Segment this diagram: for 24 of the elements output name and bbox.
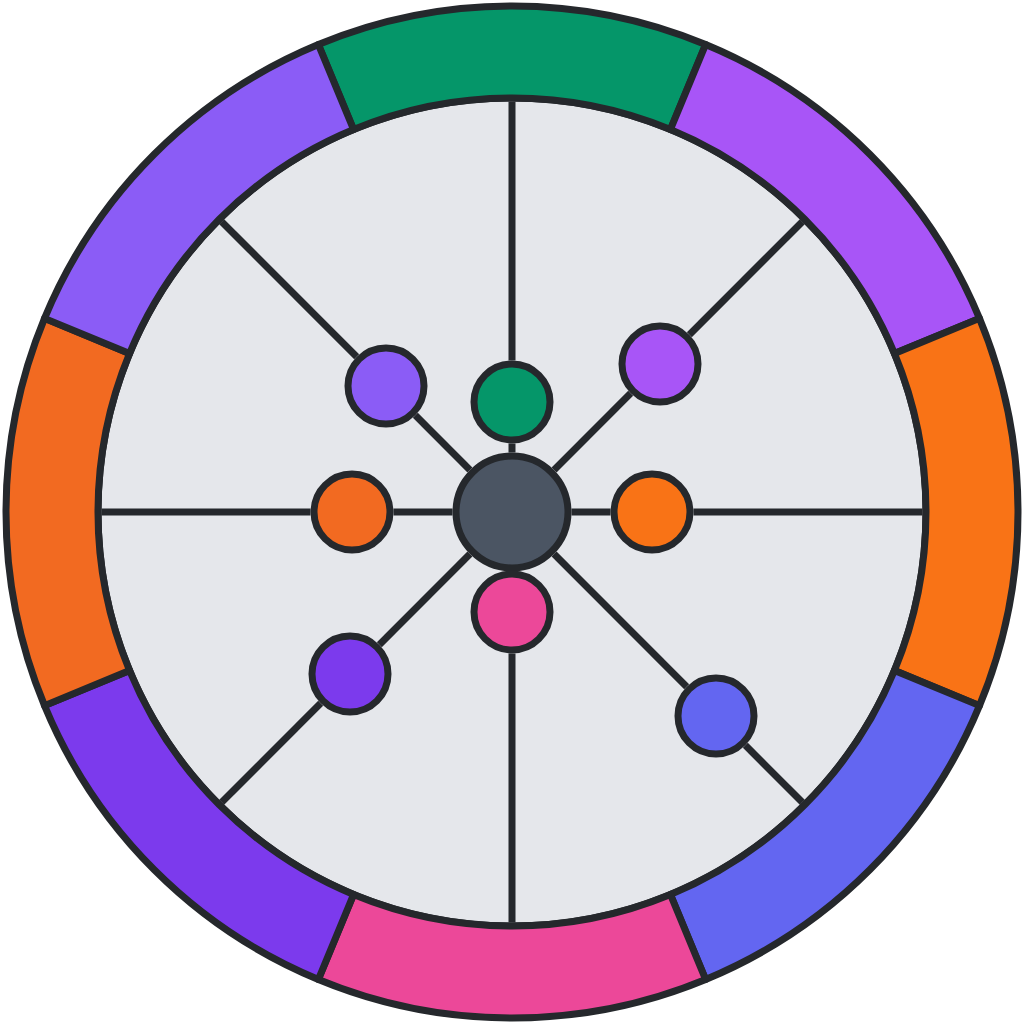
spoke-line [376,551,473,648]
spoke-line [508,443,516,453]
spoke-line [101,508,311,516]
spoke-line [551,551,690,690]
ring-segment [314,891,710,1021]
spoke-line [219,700,324,805]
spoke-line [686,219,805,338]
spoke-line [508,101,516,361]
spoke-line [551,390,634,473]
spoke-line [412,412,473,473]
ring-segment [314,3,710,133]
spoke-line [571,508,611,516]
spoke-line [508,653,516,923]
ring-segment [41,41,358,358]
spoke-line [393,508,453,516]
ring-segment [666,41,983,358]
spoke-line [219,219,360,360]
ring-segment [666,666,983,983]
ring-segment [3,314,133,710]
spoke-line [693,508,923,516]
ring-segment [891,314,1021,710]
ring-segment [41,666,358,983]
hub-circle [452,452,572,572]
spoke-line [742,742,805,805]
